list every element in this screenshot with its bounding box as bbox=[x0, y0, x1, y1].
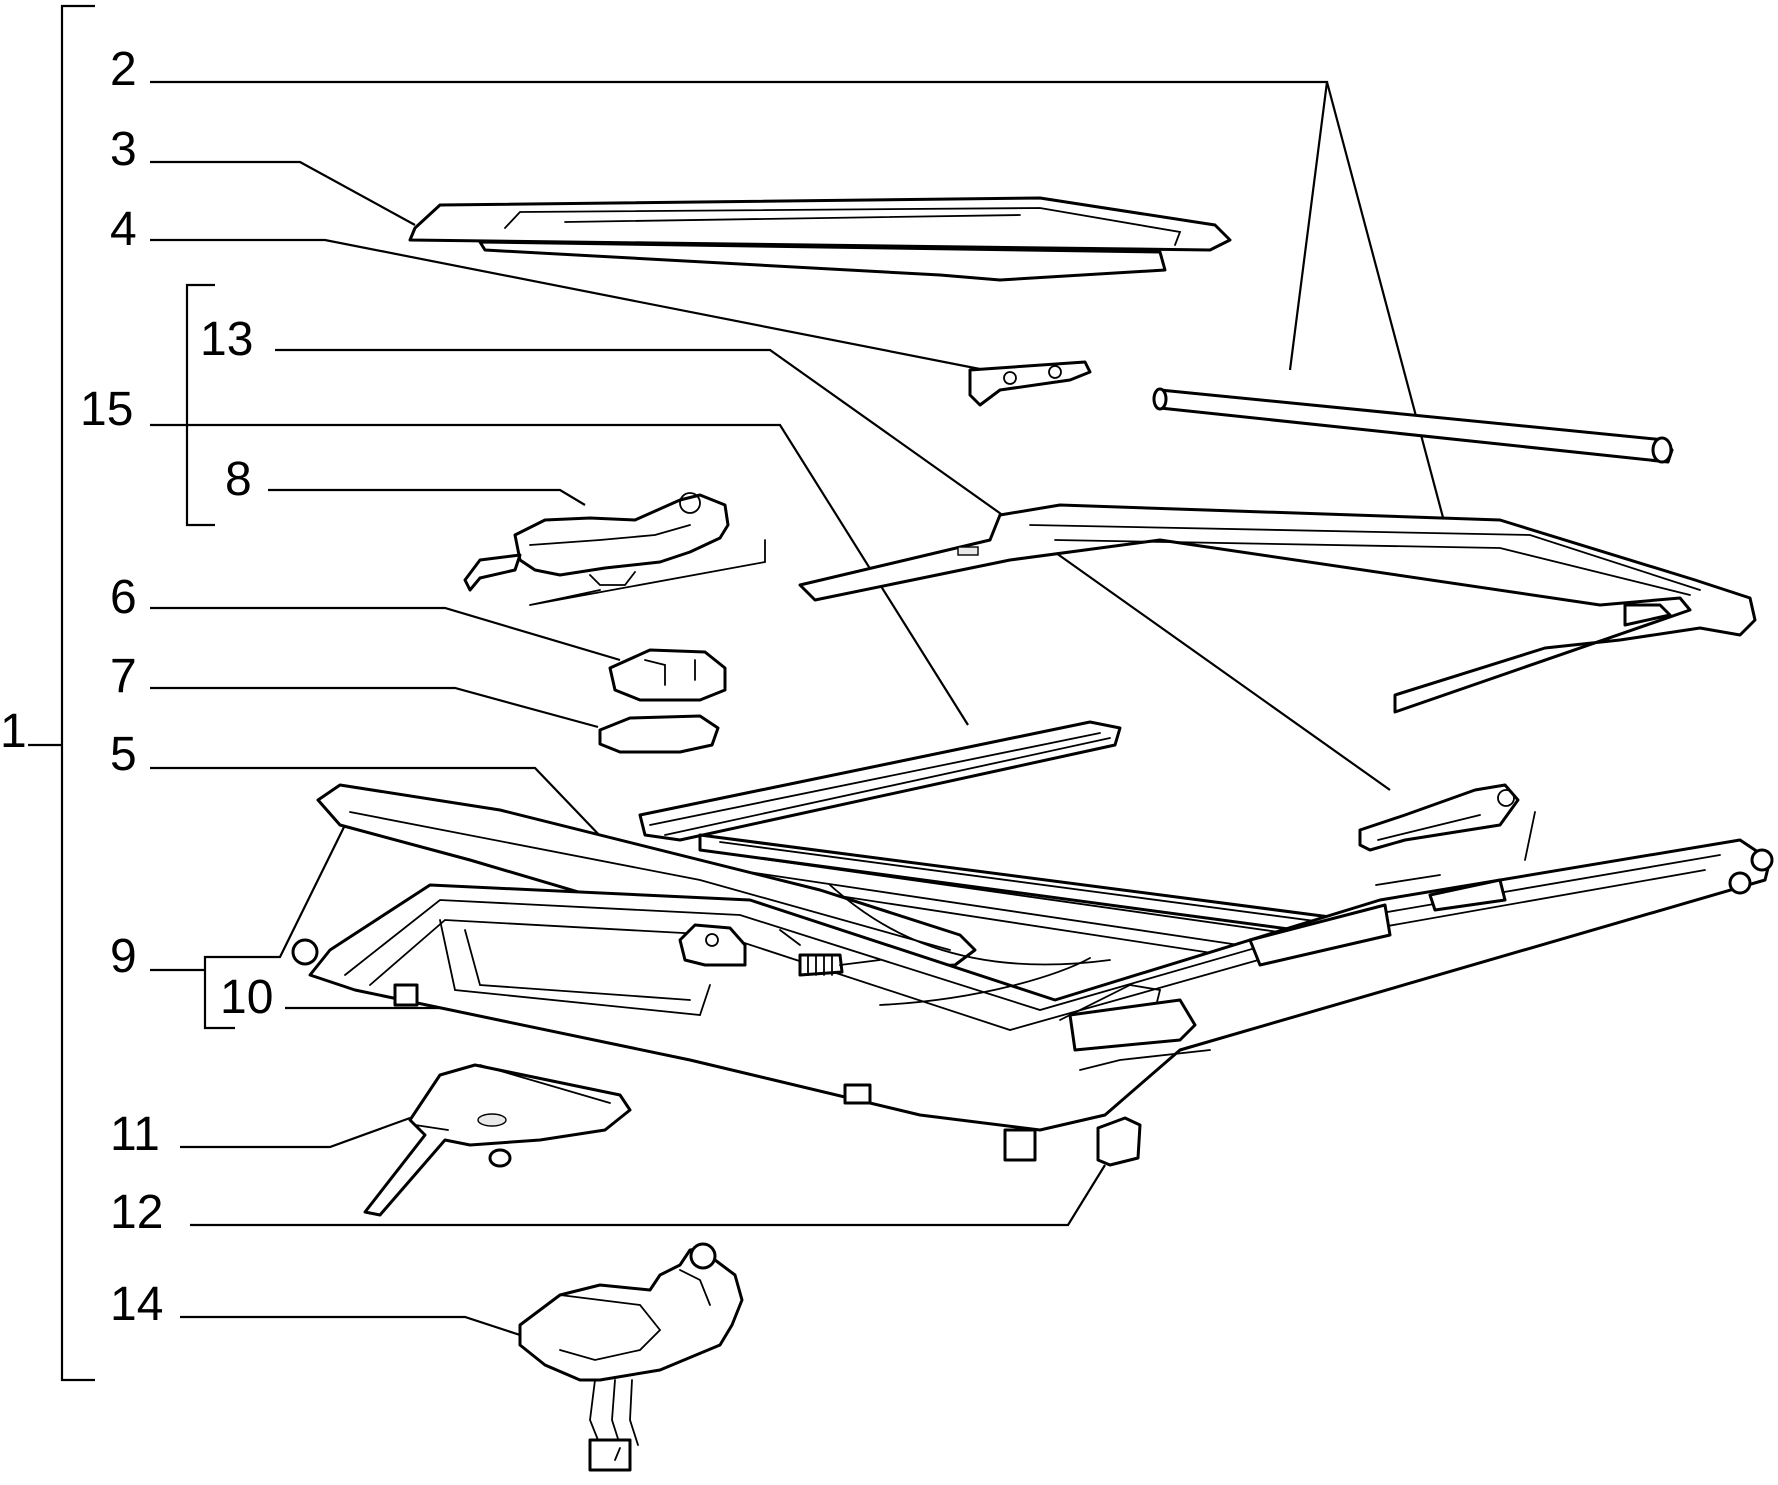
part-7-pad bbox=[598, 714, 720, 754]
callout-9: 9 bbox=[110, 930, 137, 983]
bracket-group-15 bbox=[185, 283, 215, 527]
callout-10: 10 bbox=[220, 971, 273, 1024]
callout-15: 15 bbox=[80, 383, 133, 436]
callout-7: 7 bbox=[110, 650, 137, 703]
part-8-mechanism bbox=[463, 492, 766, 606]
part-6-guide bbox=[608, 648, 727, 702]
callout-6: 6 bbox=[110, 571, 137, 624]
part-13-slider bbox=[1358, 783, 1520, 852]
part-11-plate bbox=[363, 1063, 632, 1217]
callout-1: 1 bbox=[0, 705, 27, 758]
part-12-cap bbox=[1096, 1116, 1142, 1167]
part-5-clip bbox=[678, 923, 747, 967]
callout-8: 8 bbox=[225, 453, 252, 506]
callout-11: 11 bbox=[110, 1108, 160, 1161]
callout-labels: 1 2 3 4 13 15 8 6 7 5 9 10 11 12 14 bbox=[0, 43, 273, 1331]
bracket-group-9 bbox=[150, 955, 235, 1030]
callout-4: 4 bbox=[110, 203, 137, 256]
callout-5: 5 bbox=[110, 728, 137, 781]
callout-2: 2 bbox=[110, 43, 137, 96]
part-10-spring bbox=[779, 929, 881, 977]
part-2-seal-rod bbox=[1152, 387, 1674, 464]
bracket-assembly-1 bbox=[28, 4, 95, 1382]
part-2-rear-frame bbox=[798, 503, 1757, 714]
leader-lines bbox=[150, 80, 1447, 1337]
part-4-clip bbox=[968, 360, 1092, 407]
frame-edge-detail bbox=[1375, 811, 1536, 886]
callout-14: 14 bbox=[110, 1278, 163, 1331]
callout-13: 13 bbox=[200, 313, 253, 366]
part-14-motor bbox=[518, 1242, 744, 1472]
main-frame bbox=[291, 838, 1774, 1162]
part-3-glass-panel bbox=[408, 196, 1232, 282]
callout-12: 12 bbox=[110, 1186, 163, 1239]
callout-3: 3 bbox=[110, 123, 137, 176]
